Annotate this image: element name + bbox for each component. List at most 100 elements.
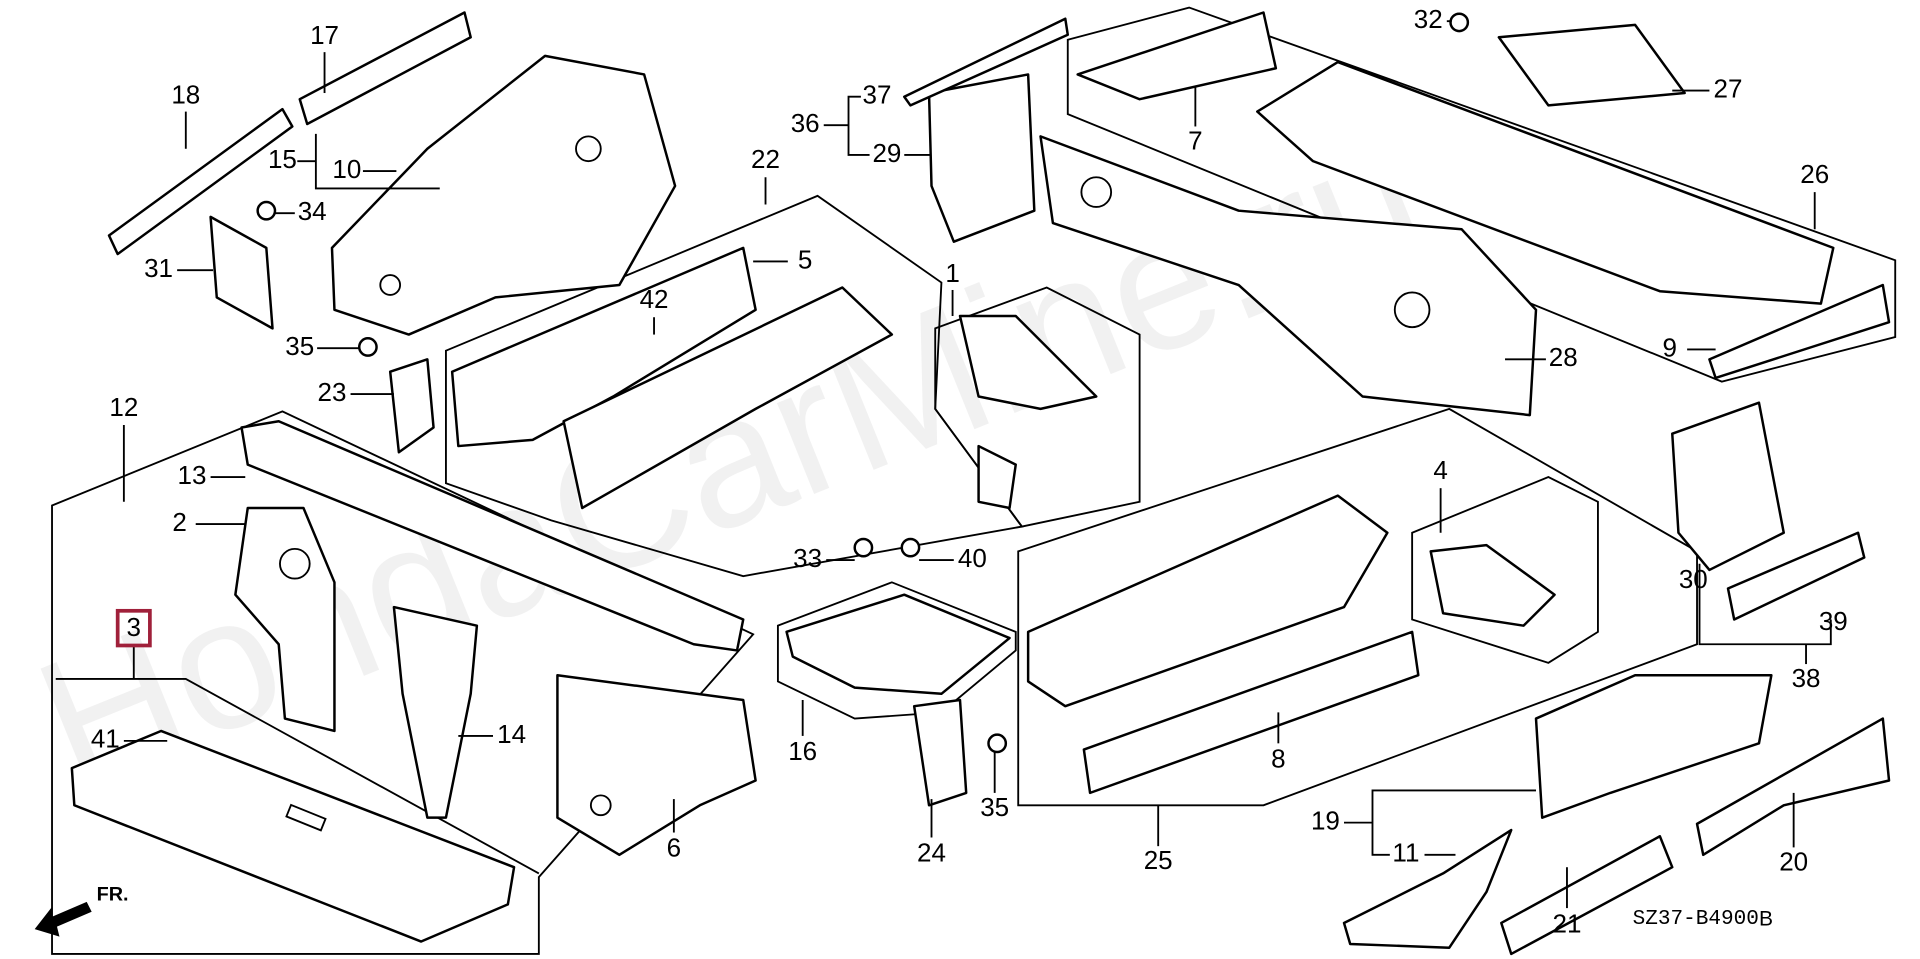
callout-25[interactable]: 25 xyxy=(1144,845,1173,875)
part-19 xyxy=(1534,673,1773,819)
callout-7[interactable]: 7 xyxy=(1188,125,1202,155)
group-box-3 xyxy=(55,678,540,875)
bolt-40 xyxy=(900,537,921,558)
part-17 xyxy=(298,11,472,126)
front-arrow-label: FR. xyxy=(97,884,129,906)
part-13 xyxy=(240,420,745,652)
part-hole xyxy=(575,135,602,163)
part-hole xyxy=(589,794,612,817)
part-24 xyxy=(912,698,968,807)
part-14 xyxy=(392,605,479,819)
callout-36[interactable]: 36 xyxy=(791,108,820,138)
callout-9[interactable]: 9 xyxy=(1663,332,1677,362)
part-28 xyxy=(1039,135,1538,417)
part-25-frame xyxy=(1026,494,1389,708)
callout-13[interactable]: 13 xyxy=(178,460,207,490)
callout-3-highlight xyxy=(115,608,152,648)
part-7 xyxy=(1076,11,1278,101)
bolt-35b xyxy=(987,733,1008,754)
part-hole xyxy=(379,274,402,296)
part-hole xyxy=(279,547,311,580)
group-box-16 xyxy=(776,581,1017,720)
callout-14[interactable]: 14 xyxy=(497,719,526,749)
callout-18[interactable]: 18 xyxy=(171,80,200,110)
part-30 xyxy=(1671,401,1785,572)
callout-12[interactable]: 12 xyxy=(109,392,138,422)
callout-26[interactable]: 26 xyxy=(1800,159,1829,189)
part-39 xyxy=(1726,531,1866,621)
front-arrow: FR. xyxy=(34,884,129,937)
callout-15[interactable]: 15 xyxy=(268,144,297,174)
group-box-25 xyxy=(1017,407,1698,807)
callout-8[interactable]: 8 xyxy=(1271,744,1285,774)
parts xyxy=(70,11,1891,956)
part-9 xyxy=(1708,283,1891,380)
callout-17[interactable]: 17 xyxy=(310,20,339,50)
bolt-32 xyxy=(1449,12,1470,33)
part-5 xyxy=(562,286,894,510)
bolt-35 xyxy=(357,337,378,357)
callout-6[interactable]: 6 xyxy=(667,833,681,863)
part-10 xyxy=(330,54,677,336)
part-23 xyxy=(388,358,435,454)
callout-41[interactable]: 41 xyxy=(91,724,120,754)
callout-32[interactable]: 32 xyxy=(1414,4,1443,34)
part-16 xyxy=(785,593,1011,696)
part-41 xyxy=(70,729,516,943)
callout-38[interactable]: 38 xyxy=(1792,663,1821,693)
part-8 xyxy=(1082,630,1420,795)
callout-31[interactable]: 31 xyxy=(144,253,173,283)
callout-34[interactable]: 34 xyxy=(298,196,327,226)
callout-35b[interactable]: 35 xyxy=(980,792,1009,822)
callout-29[interactable]: 29 xyxy=(872,138,901,168)
diagram-code: SZ37-B4900 xyxy=(1633,907,1759,931)
part-hole xyxy=(1393,291,1431,329)
bolt-33 xyxy=(853,537,874,558)
part-hole xyxy=(1080,176,1113,208)
callout-19[interactable]: 19 xyxy=(1311,805,1340,835)
callout-23[interactable]: 23 xyxy=(318,377,347,407)
part-21 xyxy=(1500,835,1674,956)
callout-28[interactable]: 28 xyxy=(1549,342,1578,372)
part-31 xyxy=(209,215,274,330)
part-4 xyxy=(1429,543,1556,627)
callout-40[interactable]: 40 xyxy=(958,543,987,573)
callout-30[interactable]: 30 xyxy=(1679,564,1708,594)
group-box-12 xyxy=(51,410,755,955)
callout-3[interactable]: 3 xyxy=(127,612,141,642)
callout-16[interactable]: 16 xyxy=(788,736,817,766)
part-slot xyxy=(285,803,327,832)
part-11 xyxy=(1342,828,1513,949)
leader-lines xyxy=(122,20,1832,909)
callout-20[interactable]: 20 xyxy=(1779,846,1808,876)
callout-33[interactable]: 33 xyxy=(793,543,822,573)
part-26-assembly xyxy=(1256,60,1835,305)
callout-21[interactable]: 21 xyxy=(1553,908,1582,938)
callout-11[interactable]: 11 xyxy=(1392,838,1419,868)
front-arrow-icon xyxy=(34,901,92,937)
callout-5[interactable]: 5 xyxy=(798,244,812,274)
callout-2[interactable]: 2 xyxy=(172,507,186,537)
callout-37[interactable]: 37 xyxy=(863,80,892,110)
part-37 xyxy=(903,17,1070,107)
part-29 xyxy=(927,73,1036,243)
part-1a xyxy=(958,314,1098,411)
part-18 xyxy=(107,107,294,256)
callout-labels: 17 18 15 10 34 31 35 23 12 13 2 3 41 14 … xyxy=(91,4,1848,938)
part-6 xyxy=(556,673,757,857)
callout-24[interactable]: 24 xyxy=(917,838,946,868)
callout-35[interactable]: 35 xyxy=(285,331,314,361)
part-1b xyxy=(977,444,1017,510)
callout-4[interactable]: 4 xyxy=(1433,455,1447,485)
diagram-suffix: B xyxy=(1759,907,1773,930)
callout-39[interactable]: 39 xyxy=(1819,606,1848,636)
callout-27[interactable]: 27 xyxy=(1714,73,1743,103)
callout-10[interactable]: 10 xyxy=(332,154,361,184)
part-20 xyxy=(1695,717,1891,857)
callout-42[interactable]: 42 xyxy=(640,284,669,314)
callout-1[interactable]: 1 xyxy=(945,258,959,288)
group-box-26 xyxy=(1066,6,1897,383)
group-box-1 xyxy=(934,286,1141,528)
callout-22[interactable]: 22 xyxy=(751,144,780,174)
